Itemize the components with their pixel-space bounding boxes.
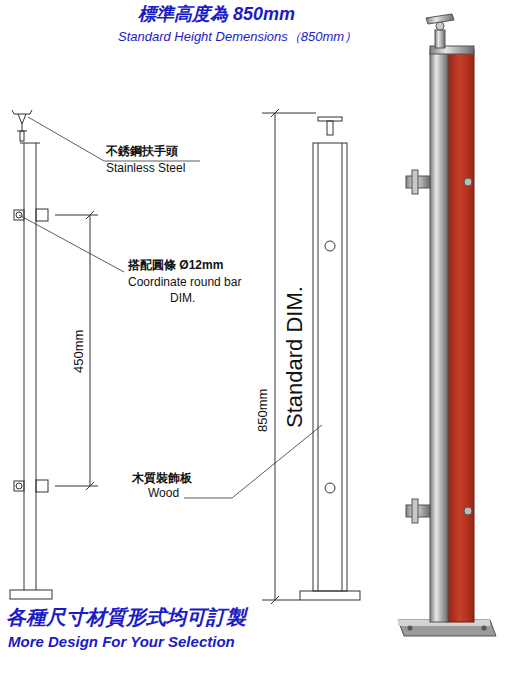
- part-name: 搭配圓條 Ø12mm: [128, 259, 223, 273]
- part-name: DIM.: [170, 292, 195, 306]
- title: 標準高度為 850mm: [138, 4, 295, 25]
- part-name: Stainless Steel: [106, 162, 185, 176]
- photo-post: [398, 14, 496, 636]
- middle-post: [300, 117, 360, 600]
- part-name: 不銹鋼扶手頭: [106, 145, 178, 159]
- dimension: 450mm: [72, 330, 87, 373]
- leader-lines: [19, 117, 322, 498]
- dimension-lines: [55, 109, 316, 604]
- dimension: Standard DIM.: [282, 286, 307, 428]
- caption-note: 各種尺寸材質形式均可訂製: [6, 606, 246, 629]
- part-name: Wood: [148, 487, 179, 501]
- part-name: 木質裝飾板: [132, 472, 192, 486]
- caption-note: More Design For Your Selection: [8, 633, 235, 650]
- dimension: 850mm: [256, 389, 271, 432]
- subtitle: Standard Height Demensions（850mm）: [118, 30, 357, 45]
- left-post: [10, 110, 52, 599]
- part-name: Coordinate round bar: [128, 276, 241, 290]
